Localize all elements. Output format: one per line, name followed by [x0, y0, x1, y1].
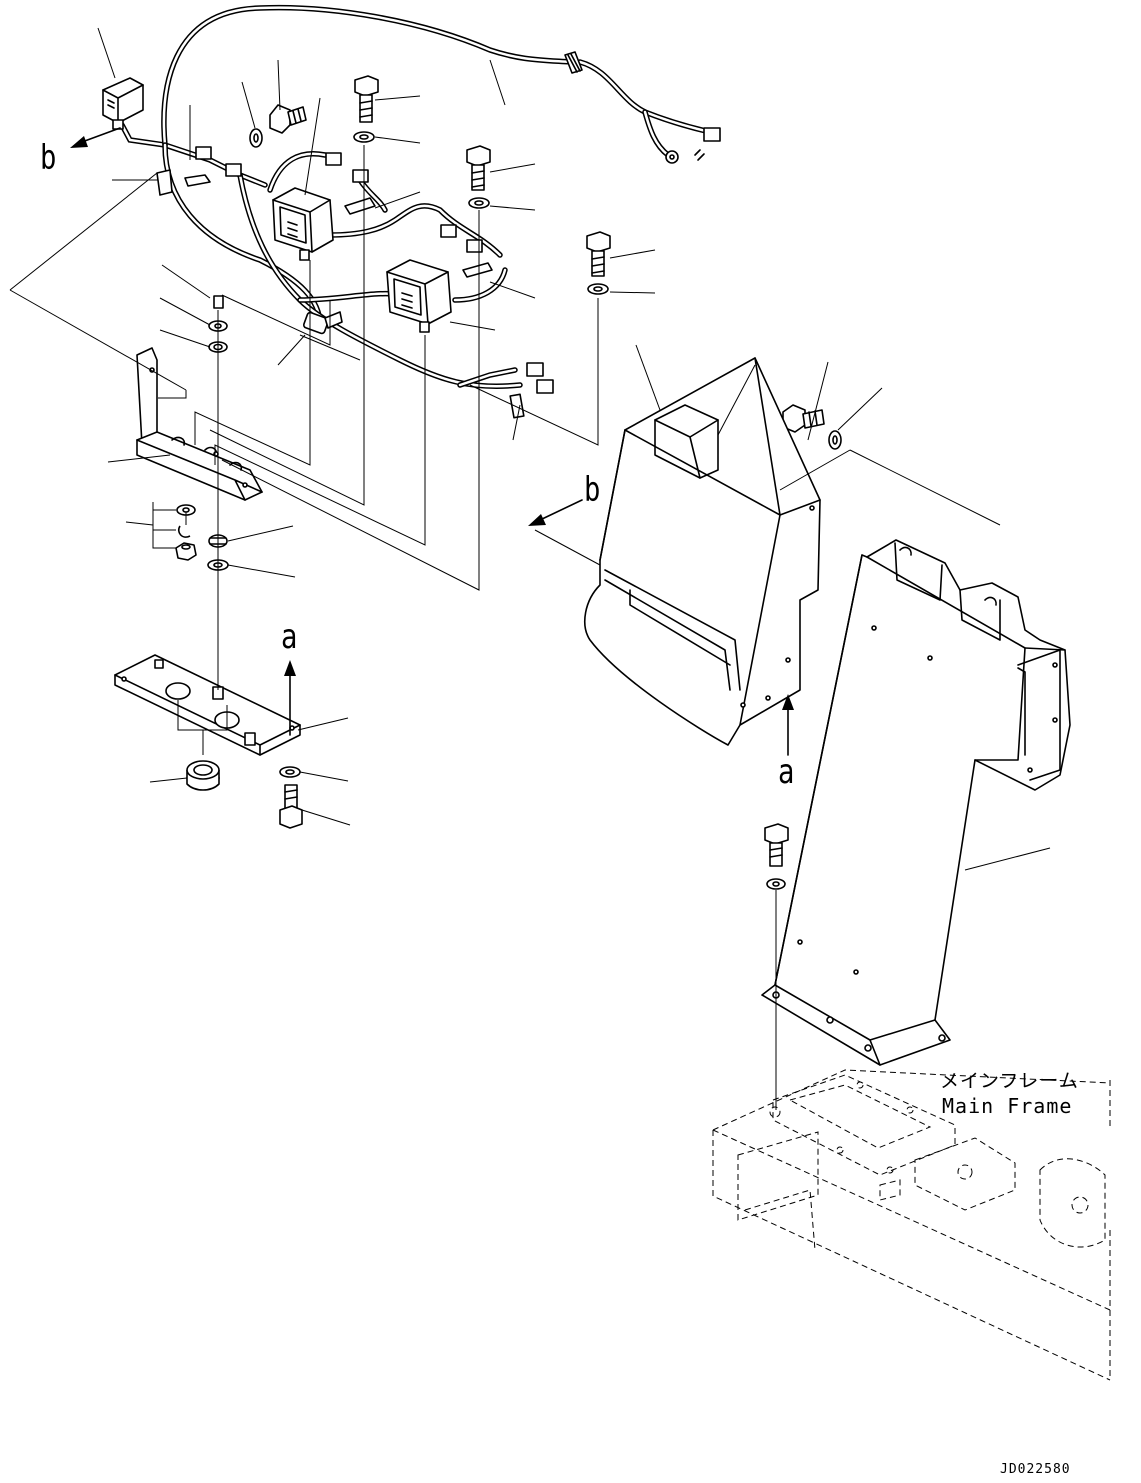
bolt	[586, 231, 611, 277]
view-b-label-right: b	[584, 470, 601, 510]
drawing-code: JD022580	[1000, 1462, 1071, 1477]
arrow-b-right-head	[528, 514, 546, 526]
spacer	[213, 295, 224, 309]
connector	[225, 163, 242, 177]
main-frame	[712, 1069, 1111, 1381]
leader-lines	[9, 27, 1051, 1110]
bolt	[354, 75, 379, 123]
view-b-label-left: b	[40, 138, 57, 178]
spring-washer	[177, 525, 191, 538]
main-frame-label-en: Main Frame	[942, 1094, 1073, 1118]
bolt-upward	[279, 784, 303, 829]
cable-clip	[156, 169, 173, 196]
view-a-label-left: a	[281, 617, 298, 657]
arrow-b-left-head	[70, 136, 88, 148]
mounting-plate	[114, 654, 301, 756]
bolt-horizontal	[269, 104, 307, 134]
work-lamp-1	[272, 187, 334, 261]
harness-tag-marks	[694, 149, 705, 161]
view-arrows	[70, 127, 794, 756]
connector	[466, 239, 483, 253]
wiring-harness	[119, 4, 721, 419]
connector	[352, 169, 369, 183]
nut	[175, 542, 197, 561]
arrow-a-left-head	[284, 660, 296, 676]
arrow-a-right-head	[782, 694, 794, 710]
connector	[440, 224, 457, 238]
connector	[325, 152, 342, 166]
view-a-label-right: a	[778, 752, 795, 792]
lamp-bracket	[136, 347, 263, 501]
support-column	[761, 539, 1071, 1066]
work-lamp-2	[386, 259, 452, 333]
main-frame-label-jp: メインフレーム	[940, 1070, 1079, 1092]
connector	[703, 127, 721, 142]
bolt	[466, 145, 491, 191]
connector	[526, 362, 544, 377]
grommet	[186, 760, 220, 791]
connector	[536, 379, 554, 394]
bolt-horizontal-right	[782, 404, 825, 433]
connector	[195, 146, 212, 160]
beacon-lamp	[102, 77, 144, 130]
bolt-upward	[764, 823, 789, 867]
cover	[584, 357, 821, 746]
